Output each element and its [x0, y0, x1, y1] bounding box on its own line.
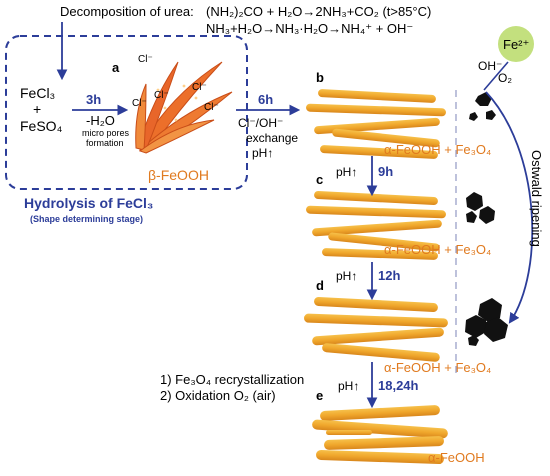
chloride-label-2: Cl⁻	[154, 90, 169, 101]
rods-stage-e	[312, 405, 448, 465]
step-1-time: 9h	[378, 164, 393, 179]
ostwald-label: Ostwald ripening	[529, 150, 544, 247]
micro-pores-line-2: formation	[86, 138, 124, 148]
rods-stage-b	[306, 89, 446, 159]
hydrolysis-title: Hydrolysis of FeCl₃	[24, 195, 153, 211]
micro-pores-line-1: micro pores	[82, 128, 130, 138]
product-label-c: α-FeOOH + Fe₃O₄	[384, 242, 491, 257]
hydrolysis-subtitle: (Shape determining stage)	[30, 214, 143, 224]
fe-to-particles-line	[483, 61, 509, 91]
fe-ion-circle	[498, 26, 534, 62]
water-loss: -H₂O	[86, 113, 115, 128]
magnetite-particles-b	[469, 92, 496, 121]
transition-ab-time: 6h	[258, 92, 273, 107]
step-3-ph: pH↑	[338, 379, 359, 393]
transition-ab-line-2: exchange	[246, 131, 298, 145]
stage-label-a: a	[112, 60, 120, 75]
reagent-plus: +	[33, 101, 41, 117]
decomposition-label: Decomposition of urea:	[60, 4, 194, 19]
fe-ion-label: Fe²⁺	[503, 37, 529, 52]
stage-label-e: e	[316, 388, 323, 403]
stage-label-b: b	[316, 70, 324, 85]
reagent-feso4: FeSO₄	[20, 118, 63, 134]
final-note-2: 2) Oxidation O₂ (air)	[160, 388, 276, 403]
chloride-label-5: Cl⁻	[132, 98, 147, 109]
step-2-time: 12h	[378, 268, 400, 283]
chloride-label-1: Cl⁻	[138, 54, 153, 65]
beta-feooh-label: β-FeOOH	[148, 167, 209, 183]
urea-reaction: (NH₂)₂CO + H₂O→2NH₃+CO₂ (t>85°C)	[206, 4, 431, 19]
ammonia-reaction: NH₃+H₂O→NH₃·H₂O→NH₄⁺ + OH⁻	[206, 21, 413, 36]
product-label-b: α-FeOOH + Fe₃O₄	[384, 142, 491, 157]
chloride-label-4: Cl⁻	[204, 102, 219, 113]
hydrolysis-time: 3h	[86, 92, 101, 107]
product-label-d: α-FeOOH + Fe₃O₄	[384, 360, 491, 375]
beta-feooh-spindles	[135, 61, 233, 154]
step-2-ph: pH↑	[336, 269, 357, 283]
hydroxide-label: OH⁻	[478, 59, 502, 73]
chloride-label-3: Cl⁻	[192, 82, 207, 93]
stage-label-d: d	[316, 278, 324, 293]
step-1-ph: pH↑	[336, 165, 357, 179]
oxygen-label: O₂	[498, 71, 512, 85]
transition-ab-line-1: Cl⁻/OH⁻	[238, 116, 283, 130]
ostwald-arrow	[485, 91, 534, 324]
magnetite-particles-c	[466, 192, 495, 224]
magnetite-particles-d	[465, 298, 508, 346]
step-3-time: 18,24h	[378, 378, 419, 393]
product-label-e: α-FeOOH	[428, 450, 485, 465]
transition-ab-line-3: pH↑	[252, 146, 273, 160]
final-note-1: 1) Fe₃O₄ recrystallization	[160, 372, 304, 387]
rods-stage-d	[304, 296, 448, 362]
stage-label-c: c	[316, 172, 323, 187]
rods-stage-c	[306, 190, 446, 260]
reagent-fecl3: FeCl₃	[20, 85, 55, 101]
